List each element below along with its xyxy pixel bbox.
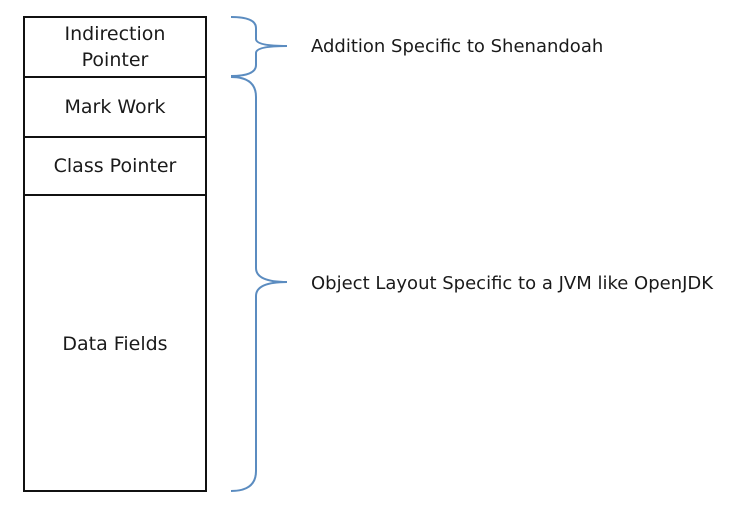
mark-work-block: Mark Work	[25, 78, 205, 138]
class-pointer-label: Class Pointer	[53, 155, 177, 177]
jvm-annotation: Object Layout Specific to a JVM like Ope…	[311, 273, 714, 294]
object-layout-stack: Indirection Pointer Mark Work Class Poin…	[23, 16, 207, 492]
indirection-pointer-block: Indirection Pointer	[25, 18, 205, 78]
shenandoah-annotation: Addition Specific to Shenandoah	[311, 36, 604, 57]
data-fields-block: Data Fields	[25, 196, 205, 492]
data-fields-label: Data Fields	[62, 333, 168, 355]
jvm-brace	[230, 76, 288, 492]
class-pointer-block: Class Pointer	[25, 138, 205, 196]
mark-work-label: Mark Work	[64, 96, 166, 118]
indirection-pointer-label-line1: Indirection	[64, 23, 166, 45]
indirection-pointer-label-line2: Pointer	[81, 49, 149, 71]
shenandoah-brace	[230, 16, 288, 77]
